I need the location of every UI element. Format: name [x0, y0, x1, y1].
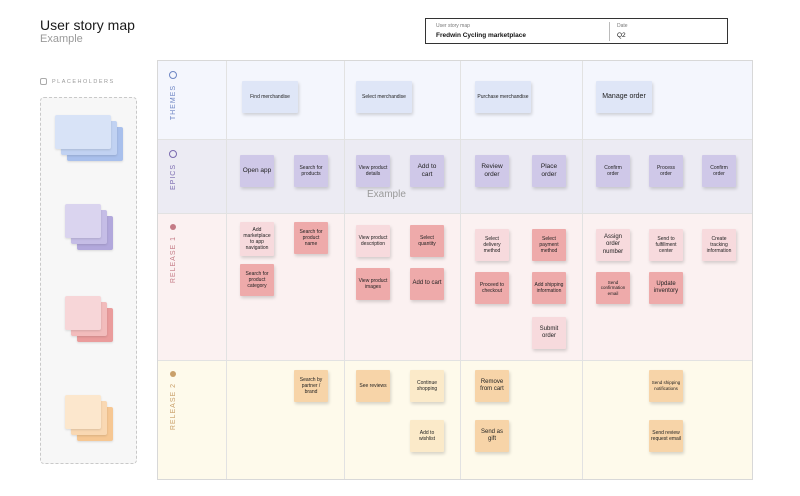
sticky-note-epic[interactable]: Add to cart [410, 155, 444, 187]
sticky-note-theme[interactable]: Find merchandise [242, 81, 298, 113]
placeholders-panel [40, 97, 137, 464]
sticky-note-release-2[interactable]: Add to wishlist [410, 420, 444, 452]
gear-icon [169, 150, 177, 158]
sticky-note-release-2[interactable]: See reviews [356, 370, 390, 402]
date-value[interactable]: Q2 [617, 32, 626, 39]
sticky-note-release-1[interactable]: Create tracking information [702, 229, 736, 261]
row-label-epics: EPICS [162, 150, 184, 190]
row-label-themes: THEMES [162, 71, 184, 120]
rocket-icon [170, 371, 176, 377]
sticky-note-release-2[interactable]: Continue shopping [410, 370, 444, 402]
sticky-note-theme[interactable]: Purchase merchandise [475, 81, 531, 113]
map-label: User story map [436, 23, 470, 29]
sticky-note-epic[interactable]: Review order [475, 155, 509, 187]
sticky-note-release-1[interactable]: Update inventory [649, 272, 683, 304]
sticky-note-epic[interactable]: Process order [649, 155, 683, 187]
sticky-note-release-1[interactable]: Send to fulfillment center [649, 229, 683, 261]
sticky-note-epic[interactable]: Confirm order [702, 155, 736, 187]
row-label-release-1: RELEASE 1 [162, 224, 184, 283]
map-value[interactable]: Fredwin Cycling marketplace [436, 32, 526, 39]
date-label: Date [617, 23, 628, 29]
sticky-note-release-2[interactable]: Search by partner / brand [294, 370, 328, 402]
sticky-note-icon [40, 78, 47, 85]
sticky-note-release-1[interactable]: Proceed to checkout [475, 272, 509, 304]
sticky-note-release-1[interactable]: Add shipping information [532, 272, 566, 304]
column-divider [226, 61, 227, 479]
sticky-note-epic[interactable]: Open app [240, 155, 274, 187]
sticky-note-release-1[interactable]: Select payment method [532, 229, 566, 261]
sticky-note-release-1[interactable]: Search for product category [240, 264, 274, 296]
sticky-note-theme[interactable]: Select merchandise [356, 81, 412, 113]
sticky-note-release-1[interactable]: Submit order [532, 317, 566, 349]
page-subtitle: Example [40, 33, 83, 45]
sticky-note-release-1[interactable]: View product images [356, 268, 390, 300]
example-watermark: Example [367, 189, 406, 200]
sticky-note-release-1[interactable]: Add marketplace to app navigation [240, 222, 274, 256]
placeholders-label: PLACEHOLDERS [52, 78, 115, 85]
column-divider [460, 61, 461, 479]
info-box: User story map Fredwin Cycling marketpla… [425, 18, 728, 44]
sticky-note-release-1[interactable]: View product description [356, 225, 390, 257]
column-divider [582, 61, 583, 479]
sticky-note-release-1[interactable]: Select quantity [410, 225, 444, 257]
star-icon [169, 71, 177, 79]
row-label-release-2: RELEASE 2 [162, 371, 184, 430]
sticky-note-epic[interactable]: Confirm order [596, 155, 630, 187]
sticky-note-release-2[interactable]: Send review request email [649, 420, 683, 452]
sticky-note-epic[interactable]: Search for products [294, 155, 328, 187]
page-title: User story map [40, 17, 135, 33]
sticky-note-theme[interactable]: Manage order [596, 81, 652, 113]
sticky-note-release-1[interactable]: Add to cart [410, 268, 444, 300]
info-divider [609, 22, 610, 41]
sticky-note-release-2[interactable]: Remove from cart [475, 370, 509, 402]
sticky-note-release-1[interactable]: Send confirmation email [596, 272, 630, 304]
column-divider [344, 61, 345, 479]
sticky-note-epic[interactable]: View product details [356, 155, 390, 187]
sticky-note-epic[interactable]: Place order [532, 155, 566, 187]
rocket-icon [170, 224, 176, 230]
sticky-note-release-1[interactable]: Search for product name [294, 222, 328, 254]
sticky-note-release-1[interactable]: Select delivery method [475, 229, 509, 261]
sticky-note-release-1[interactable]: Assign order number [596, 229, 630, 261]
sticky-note-release-2[interactable]: Send as gift [475, 420, 509, 452]
placeholders-header: PLACEHOLDERS [40, 78, 115, 85]
sticky-note-release-2[interactable]: Send shipping notifications [649, 370, 683, 402]
